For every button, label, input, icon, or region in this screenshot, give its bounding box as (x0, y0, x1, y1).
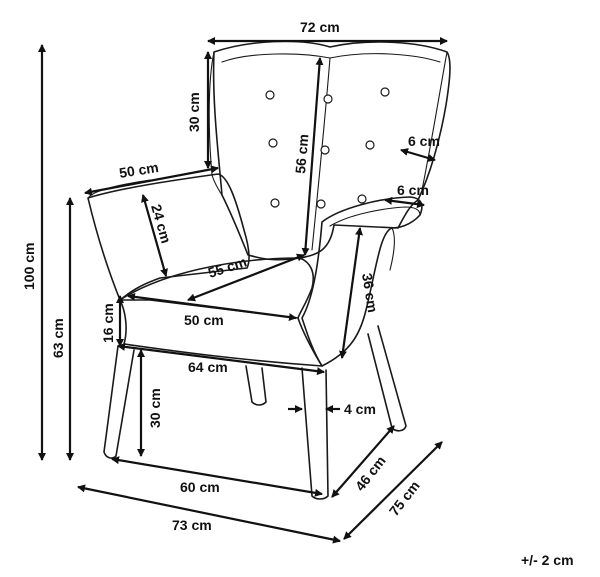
seat-cushion-front (119, 299, 323, 367)
label-top-width: 72 cm (300, 19, 340, 35)
label-backrest-height: 56 cm (292, 133, 311, 174)
tuft-button (316, 199, 326, 209)
leg-back-left (245, 365, 267, 406)
label-arm-depth: 50 cm (118, 159, 160, 181)
dim-arm-height-line (141, 194, 168, 277)
dim-arm-panel-height-line (338, 227, 364, 359)
dim-overall-depth-line (343, 441, 443, 540)
leg-front-left (103, 345, 135, 459)
backrest-outline (212, 40, 451, 261)
backrest-inner-line (221, 53, 441, 63)
tuft-button (320, 145, 330, 155)
label-cushion-height: 16 cm (100, 303, 116, 343)
label-backrest-thickness: 6 cm (408, 133, 440, 149)
label-tolerance: +/- 2 cm (521, 552, 574, 568)
label-overall-width: 73 cm (172, 517, 212, 533)
tuft-button (365, 140, 375, 150)
dim-overall-width-line (77, 484, 341, 544)
tuft-button (357, 194, 367, 204)
label-seat-width: 50 cm (184, 312, 224, 328)
tufting-buttons (265, 87, 390, 209)
tuft-button (268, 138, 278, 148)
label-seat-depth: 55 cm (206, 253, 249, 280)
tuft-button (380, 87, 390, 97)
seat-cushion-top (119, 257, 315, 319)
dim-seat-width-line (127, 292, 297, 322)
label-leg-thickness: 4 cm (344, 401, 376, 417)
label-leg-width: 60 cm (180, 479, 220, 495)
label-armrest-width: 6 cm (397, 182, 429, 198)
armchair-drawing (87, 40, 451, 500)
dim-backrest-thickness-line (400, 148, 436, 162)
dim-armrest-width-line (384, 196, 425, 209)
dim-seat-depth-line (187, 253, 305, 302)
tuft-button (265, 90, 275, 100)
right-armrest-front (389, 227, 395, 271)
tuft-button (323, 94, 333, 104)
leg-front-right (301, 367, 329, 500)
label-seat-height: 63 cm (50, 318, 66, 358)
backrest-center-seam (311, 57, 331, 251)
tuft-button (270, 198, 280, 208)
label-backrest-top: 30 cm (186, 92, 202, 132)
label-arm-panel-height: 36 cm (359, 272, 381, 314)
label-overall-depth: 75 cm (386, 478, 423, 519)
dim-backrest-height-line (301, 57, 324, 256)
dimension-labels: 72 cm 100 cm 63 cm 30 cm 56 cm 6 cm 6 cm… (21, 19, 574, 568)
dim-inner-width-line (117, 342, 325, 376)
label-leg-depth: 46 cm (352, 453, 389, 494)
label-total-height: 100 cm (21, 243, 37, 290)
right-wing (421, 51, 448, 191)
label-leg-height: 30 cm (147, 388, 163, 428)
label-inner-width: 64 cm (188, 359, 228, 375)
dimension-lines (38, 37, 448, 544)
dim-arm-depth-line (84, 165, 219, 196)
